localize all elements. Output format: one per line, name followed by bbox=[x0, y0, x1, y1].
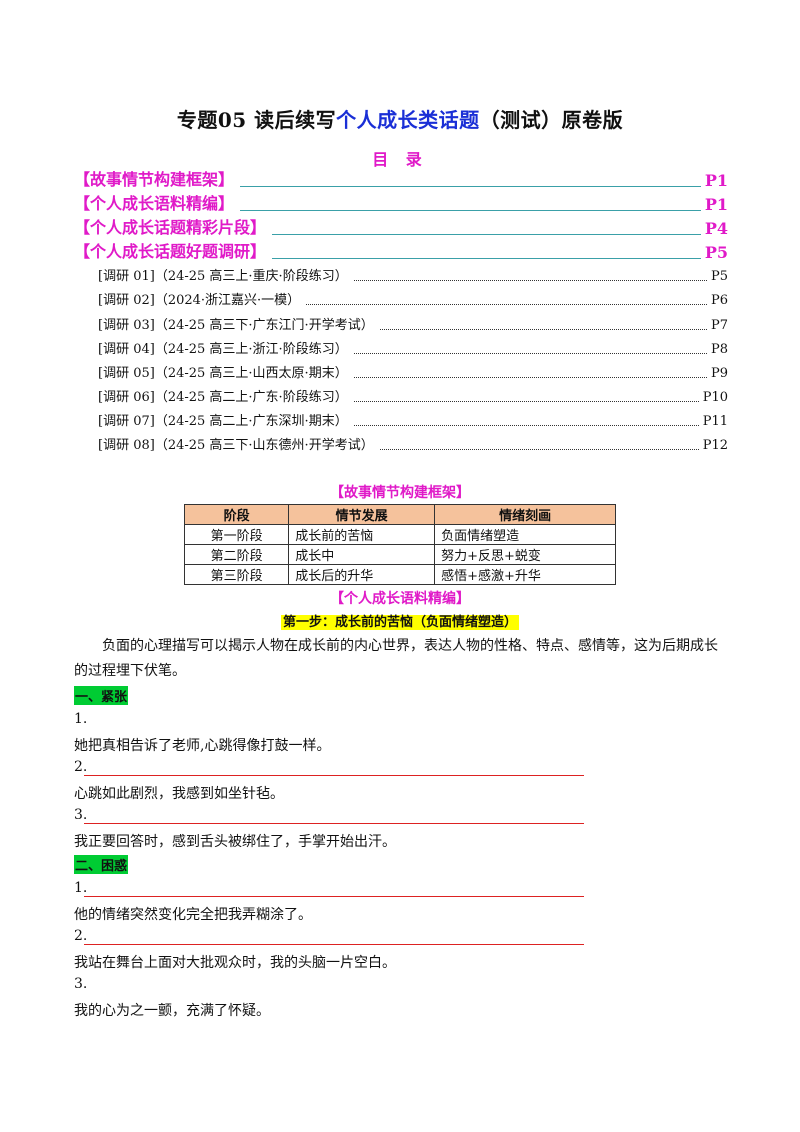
table-row: 第二阶段 成长中 努力+反思+蜕变 bbox=[183, 544, 616, 565]
toc-sub-page: P12 bbox=[702, 438, 728, 453]
table-cell: 成长前的苦恼 bbox=[288, 524, 436, 545]
toc-entry-label: 【故事情节构建框架】 bbox=[74, 170, 235, 189]
blank-answer-line[interactable] bbox=[84, 759, 584, 776]
toc-sub-entry[interactable]: [调研 03]（24-25 高三下·广东江门·开学考试） P7 bbox=[98, 315, 728, 333]
title-suffix: （测试）原卷版 bbox=[479, 108, 624, 132]
item-sentence: 心跳如此剧烈，我感到如坐针毡。 bbox=[74, 786, 284, 802]
toc-sub-label: [调研 04]（24-25 高三上·浙江·阶段练习） bbox=[98, 342, 348, 357]
toc-leader-line bbox=[240, 186, 701, 187]
toc-heading: 目 录 bbox=[372, 150, 428, 169]
table-cell: 负面情绪塑造 bbox=[434, 524, 616, 545]
toc-leader-line bbox=[240, 210, 701, 211]
toc-entry[interactable]: 【个人成长话题好题调研】 P5 bbox=[74, 240, 728, 262]
toc-entry-label: 【个人成长语料精编】 bbox=[74, 194, 235, 213]
item-number: 1. bbox=[74, 711, 88, 727]
toc-sub-entry[interactable]: [调研 08]（24-25 高三下·山东德州·开学考试） P12 bbox=[98, 435, 728, 453]
toc-sub-label: [调研 05]（24-25 高三上·山西太原·期末） bbox=[98, 366, 348, 381]
table-cell: 成长中 bbox=[288, 544, 436, 565]
toc-leader-line bbox=[272, 234, 701, 235]
toc-sub-label: [调研 03]（24-25 高三下·广东江门·开学考试） bbox=[98, 318, 374, 333]
toc-dotted-leader bbox=[379, 329, 707, 330]
column-header: 情节发展 bbox=[288, 504, 436, 525]
framework-table: 阶段 情节发展 情绪刻画 第一阶段 成长前的苦恼 负面情绪塑造 第二阶段 成长中… bbox=[183, 504, 616, 585]
item-number: 3. bbox=[74, 807, 88, 823]
step-heading-text: 第一步：成长前的苦恼（负面情绪塑造） bbox=[280, 615, 519, 630]
item-number: 2. bbox=[74, 759, 88, 775]
item-number: 3. bbox=[74, 976, 88, 992]
toc-sub-label: [调研 07]（24-25 高二上·广东深圳·期末） bbox=[98, 414, 348, 429]
blank-answer-line[interactable] bbox=[84, 928, 584, 945]
item-sentence: 我正要回答时，感到舌头被绑住了，手掌开始出汗。 bbox=[74, 834, 396, 850]
toc-dotted-leader bbox=[353, 280, 707, 281]
toc-sub-page: P6 bbox=[710, 293, 728, 308]
toc-leader-line bbox=[272, 258, 701, 259]
toc-sub-label: [调研 02]（2024·浙江嘉兴·一模） bbox=[98, 293, 301, 308]
table-row: 第三阶段 成长后的升华 感悟+感激+升华 bbox=[183, 564, 616, 585]
toc-dotted-leader bbox=[353, 425, 699, 426]
title-highlight: 个人成长类话题 bbox=[336, 108, 480, 132]
toc-sub-label: [调研 06]（24-25 高二上·广东·阶段练习） bbox=[98, 390, 348, 405]
table-cell: 成长后的升华 bbox=[288, 564, 436, 585]
table-cell: 第一阶段 bbox=[183, 524, 290, 545]
intro-paragraph: 负面的心理描写可以揭示人物在成长前的内心世界，表达人物的性格、特点、感情等，这为… bbox=[74, 638, 718, 679]
toc-sub-label: [调研 01]（24-25 高三上·重庆·阶段练习） bbox=[98, 269, 348, 284]
toc-entry-page: P1 bbox=[704, 171, 728, 190]
toc-sub-page: P7 bbox=[710, 318, 728, 333]
table-cell: 努力+反思+蜕变 bbox=[434, 544, 616, 565]
item-sentence: 我站在舞台上面对大批观众时，我的头脑一片空白。 bbox=[74, 955, 396, 971]
toc-sub-entry[interactable]: [调研 07]（24-25 高二上·广东深圳·期末） P11 bbox=[98, 411, 728, 429]
toc-dotted-leader bbox=[306, 304, 707, 305]
toc-entry[interactable]: 【故事情节构建框架】 P1 bbox=[74, 168, 728, 190]
blank-answer-line[interactable] bbox=[84, 807, 584, 824]
corpus-heading: 【个人成长语料精编】 bbox=[330, 591, 470, 607]
toc-sub-page: P11 bbox=[702, 414, 728, 429]
table-cell: 感悟+感激+升华 bbox=[434, 564, 616, 585]
framework-heading: 【故事情节构建框架】 bbox=[330, 485, 470, 501]
toc-sub-page: P5 bbox=[710, 269, 728, 284]
toc-sub-entry[interactable]: [调研 04]（24-25 高三上·浙江·阶段练习） P8 bbox=[98, 339, 728, 357]
toc-sub-entry[interactable]: [调研 06]（24-25 高二上·广东·阶段练习） P10 bbox=[98, 387, 728, 405]
page-title: 专题05 读后续写个人成长类话题（测试）原卷版 bbox=[0, 104, 800, 133]
item-number: 2. bbox=[74, 928, 88, 944]
item-sentence: 他的情绪突然变化完全把我弄糊涂了。 bbox=[74, 907, 312, 923]
column-header: 阶段 bbox=[183, 504, 290, 525]
toc-entry-label: 【个人成长话题好题调研】 bbox=[74, 242, 267, 261]
table-cell: 第三阶段 bbox=[183, 564, 290, 585]
title-prefix: 专题05 读后续写 bbox=[176, 108, 337, 132]
toc-sub-page: P8 bbox=[710, 342, 728, 357]
toc-sub-entry[interactable]: [调研 01]（24-25 高三上·重庆·阶段练习） P5 bbox=[98, 266, 728, 284]
item-sentence: 我的心为之一颤，充满了怀疑。 bbox=[74, 1003, 270, 1019]
toc-entry-page: P5 bbox=[704, 243, 728, 262]
table-header-row: 阶段 情节发展 情绪刻画 bbox=[183, 504, 616, 525]
toc-sub-entry[interactable]: [调研 05]（24-25 高三上·山西太原·期末） P9 bbox=[98, 363, 728, 381]
toc-sub-page: P10 bbox=[702, 390, 728, 405]
toc-sub-page: P9 bbox=[710, 366, 728, 381]
toc-dotted-leader bbox=[353, 377, 707, 378]
toc-sub-label: [调研 08]（24-25 高三下·山东德州·开学考试） bbox=[98, 438, 374, 453]
toc-entry-page: P1 bbox=[704, 195, 728, 214]
table-row: 第一阶段 成长前的苦恼 负面情绪塑造 bbox=[183, 524, 616, 545]
toc-entry[interactable]: 【个人成长话题精彩片段】 P4 bbox=[74, 216, 728, 238]
group-label-nervous: 一、紧张 bbox=[74, 686, 129, 705]
toc-dotted-leader bbox=[353, 401, 699, 402]
item-number: 1. bbox=[74, 880, 88, 896]
blank-answer-line[interactable] bbox=[84, 880, 584, 897]
table-cell: 第二阶段 bbox=[183, 544, 290, 565]
group-label-confused: 二、困惑 bbox=[74, 855, 129, 874]
column-header: 情绪刻画 bbox=[434, 504, 616, 525]
toc-dotted-leader bbox=[353, 353, 707, 354]
item-sentence: 她把真相告诉了老师,心跳得像打鼓一样。 bbox=[74, 738, 331, 754]
toc-entry-page: P4 bbox=[704, 219, 728, 238]
toc-sub-entry[interactable]: [调研 02]（2024·浙江嘉兴·一模） P6 bbox=[98, 290, 728, 308]
toc-entry-label: 【个人成长话题精彩片段】 bbox=[74, 218, 267, 237]
toc-entry[interactable]: 【个人成长语料精编】 P1 bbox=[74, 192, 728, 214]
toc-dotted-leader bbox=[379, 449, 699, 450]
step-heading: 第一步：成长前的苦恼（负面情绪塑造） bbox=[0, 611, 800, 630]
